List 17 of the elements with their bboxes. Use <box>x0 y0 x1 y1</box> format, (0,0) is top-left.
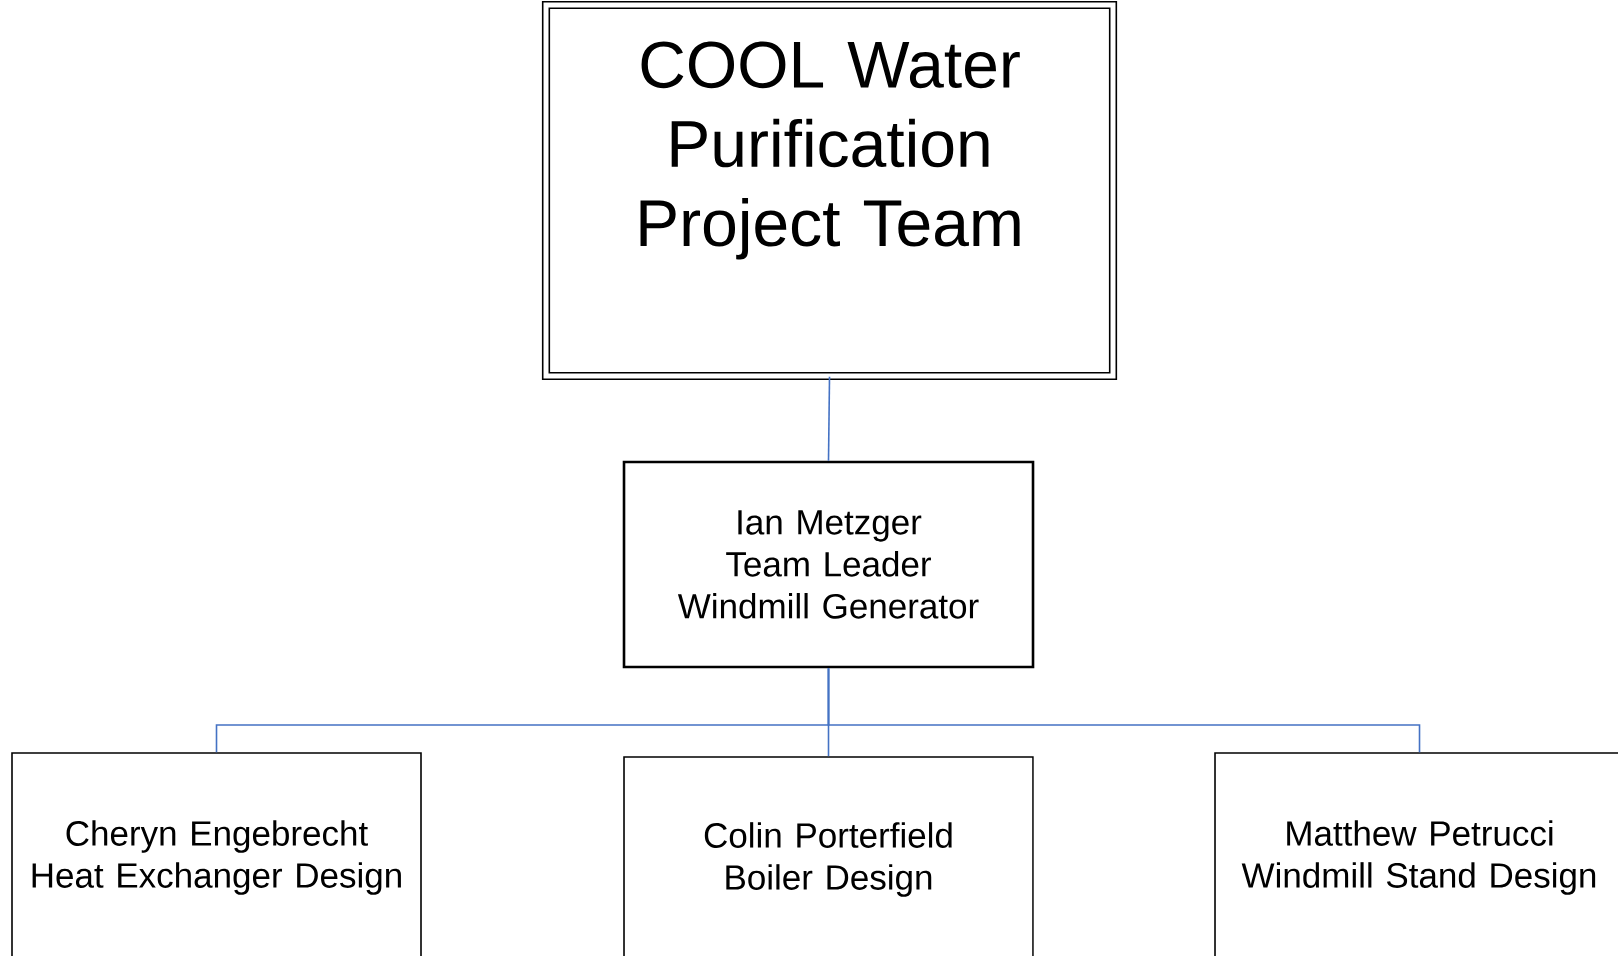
connector-line <box>827 376 831 462</box>
node-label: Ian Metzger <box>738 510 922 542</box>
node-label: Colin Porterfield <box>704 822 952 848</box>
node-label: Team Leader <box>726 550 931 577</box>
node-label: COOL Water Purification Project Team <box>640 41 1020 260</box>
member-box <box>623 756 1034 956</box>
node-label: Cheryn Engebrecht <box>66 820 368 853</box>
node-label: Matthew Petrucci <box>1287 820 1553 846</box>
member-box <box>1214 752 1618 956</box>
connector-line <box>827 667 1421 753</box>
node-label: Windmill Generator <box>677 592 979 619</box>
node-label: Heat Exchanger Design <box>32 862 401 895</box>
member-box <box>11 752 422 956</box>
node-label: Windmill Stand Design <box>1241 862 1596 895</box>
leader-box <box>622 460 1035 669</box>
title-box <box>541 0 1118 381</box>
node-label: Boiler Design <box>726 864 932 897</box>
